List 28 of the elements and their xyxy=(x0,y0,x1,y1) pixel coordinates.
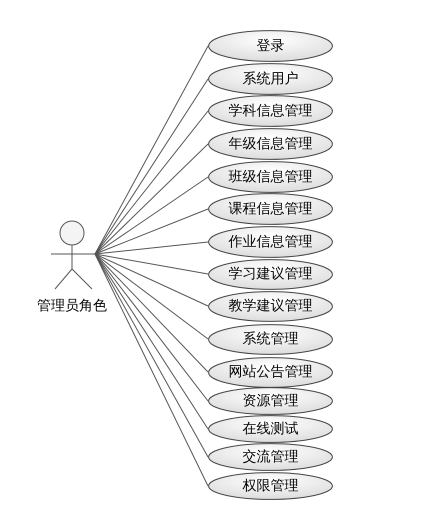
actor-label: 管理员角色 xyxy=(36,297,108,315)
association-line xyxy=(94,176,208,254)
use-case-ellipse: 学习建议管理 xyxy=(208,258,333,290)
association-line xyxy=(94,78,208,254)
use-case-ellipse: 课程信息管理 xyxy=(208,193,333,225)
use-case-ellipse: 作业信息管理 xyxy=(208,226,333,258)
use-case-ellipse: 教学建议管理 xyxy=(208,290,333,322)
association-line xyxy=(94,254,208,274)
use-case-ellipse: 在线测试 xyxy=(208,415,333,443)
use-case-ellipse: 交流管理 xyxy=(208,443,333,471)
use-case-ellipse: 系统用户 xyxy=(208,63,333,95)
use-case-ellipse: 年级信息管理 xyxy=(208,128,333,160)
association-line xyxy=(94,254,208,306)
association-line xyxy=(94,144,208,254)
association-line xyxy=(94,110,208,254)
association-line xyxy=(94,254,208,372)
use-case-ellipse: 网站公告管理 xyxy=(208,356,333,388)
use-case-ellipse: 班级信息管理 xyxy=(208,161,333,193)
use-case-ellipse: 权限管理 xyxy=(208,472,333,500)
association-line xyxy=(94,254,208,402)
use-case-ellipse: 资源管理 xyxy=(208,387,333,415)
use-case-ellipse: 系统管理 xyxy=(208,324,333,354)
association-line xyxy=(94,46,208,254)
association-line xyxy=(94,254,208,340)
use-case-ellipse: 登录 xyxy=(208,30,333,62)
use-case-ellipse: 学科信息管理 xyxy=(208,95,333,127)
association-line xyxy=(94,242,208,254)
association-line xyxy=(94,208,208,254)
